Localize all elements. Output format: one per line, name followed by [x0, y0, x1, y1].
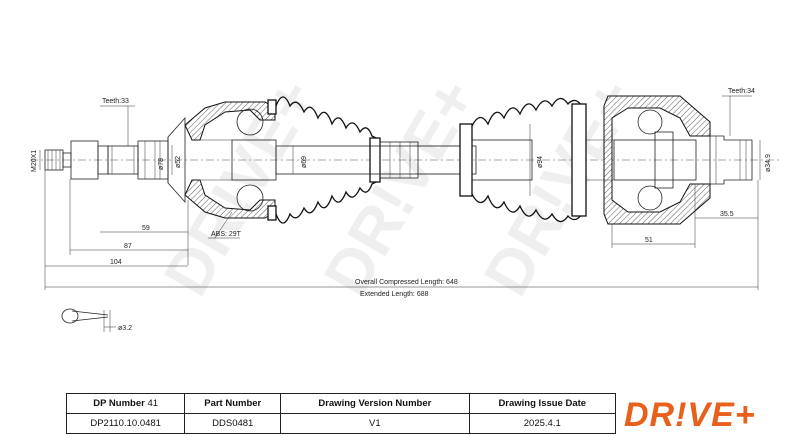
- title-block-header-row: DP Number 41 Part Number Drawing Version…: [65, 393, 617, 414]
- version-value: V1: [280, 413, 470, 434]
- overall-length-label: Overall Compressed Length: 648: [355, 279, 458, 286]
- diameter-52-label: ø52: [175, 156, 182, 168]
- right-cv-joint: [586, 95, 711, 225]
- teeth-left-label: Teeth:33: [102, 98, 129, 105]
- diameter-78-label: ø78: [158, 158, 165, 170]
- issue-date-header: Drawing Issue Date: [468, 393, 617, 414]
- thread-label: M20X1: [31, 150, 38, 172]
- length-35-5-label: 35.5: [720, 211, 734, 218]
- title-block-value-row: DP2110.10.0481 DDS0481 V1 2025.4.1: [65, 413, 617, 434]
- date-value: 2025.4.1: [468, 413, 617, 434]
- length-104-label: 104: [110, 259, 122, 266]
- right-stub: [709, 135, 753, 185]
- length-59-label: 59: [142, 225, 150, 232]
- cotter-pin: [61, 308, 116, 332]
- right-boot: [459, 97, 587, 223]
- part-number-header: Part Number: [184, 393, 282, 414]
- length-51-label: 51: [645, 237, 653, 244]
- diameter-94-label: ø94: [537, 156, 544, 168]
- diameter-34-9-label: ø34.9: [765, 154, 772, 172]
- abs-label: ABS: 29T: [211, 231, 242, 238]
- drive-shaft: [275, 141, 477, 179]
- pin-diameter-label: ø3.2: [118, 325, 132, 332]
- diameter-69-label: ø69: [301, 156, 308, 168]
- dimension-labels: Teeth:33 Teeth:34 M20X1 ø78 ø52 ø69 ø94 …: [31, 88, 772, 332]
- dp-number-header: DP Number 41: [65, 393, 186, 414]
- dimension-lines: [39, 95, 761, 290]
- length-87-label: 87: [124, 243, 132, 250]
- left-cv-joint: [167, 99, 277, 221]
- logo-text: DR!VE+: [624, 396, 756, 434]
- drawing-version-header: Drawing Version Number: [280, 393, 470, 414]
- extended-length-label: Extended Length: 688: [360, 291, 429, 298]
- title-block: DP Number 41 Part Number Drawing Version…: [65, 393, 617, 434]
- part-number-value: DDS0481: [184, 413, 282, 434]
- dp-number-value: DP2110.10.0481: [65, 413, 186, 434]
- brand-logo: DR!VE+: [624, 396, 756, 434]
- teeth-right-label: Teeth:34: [728, 88, 755, 95]
